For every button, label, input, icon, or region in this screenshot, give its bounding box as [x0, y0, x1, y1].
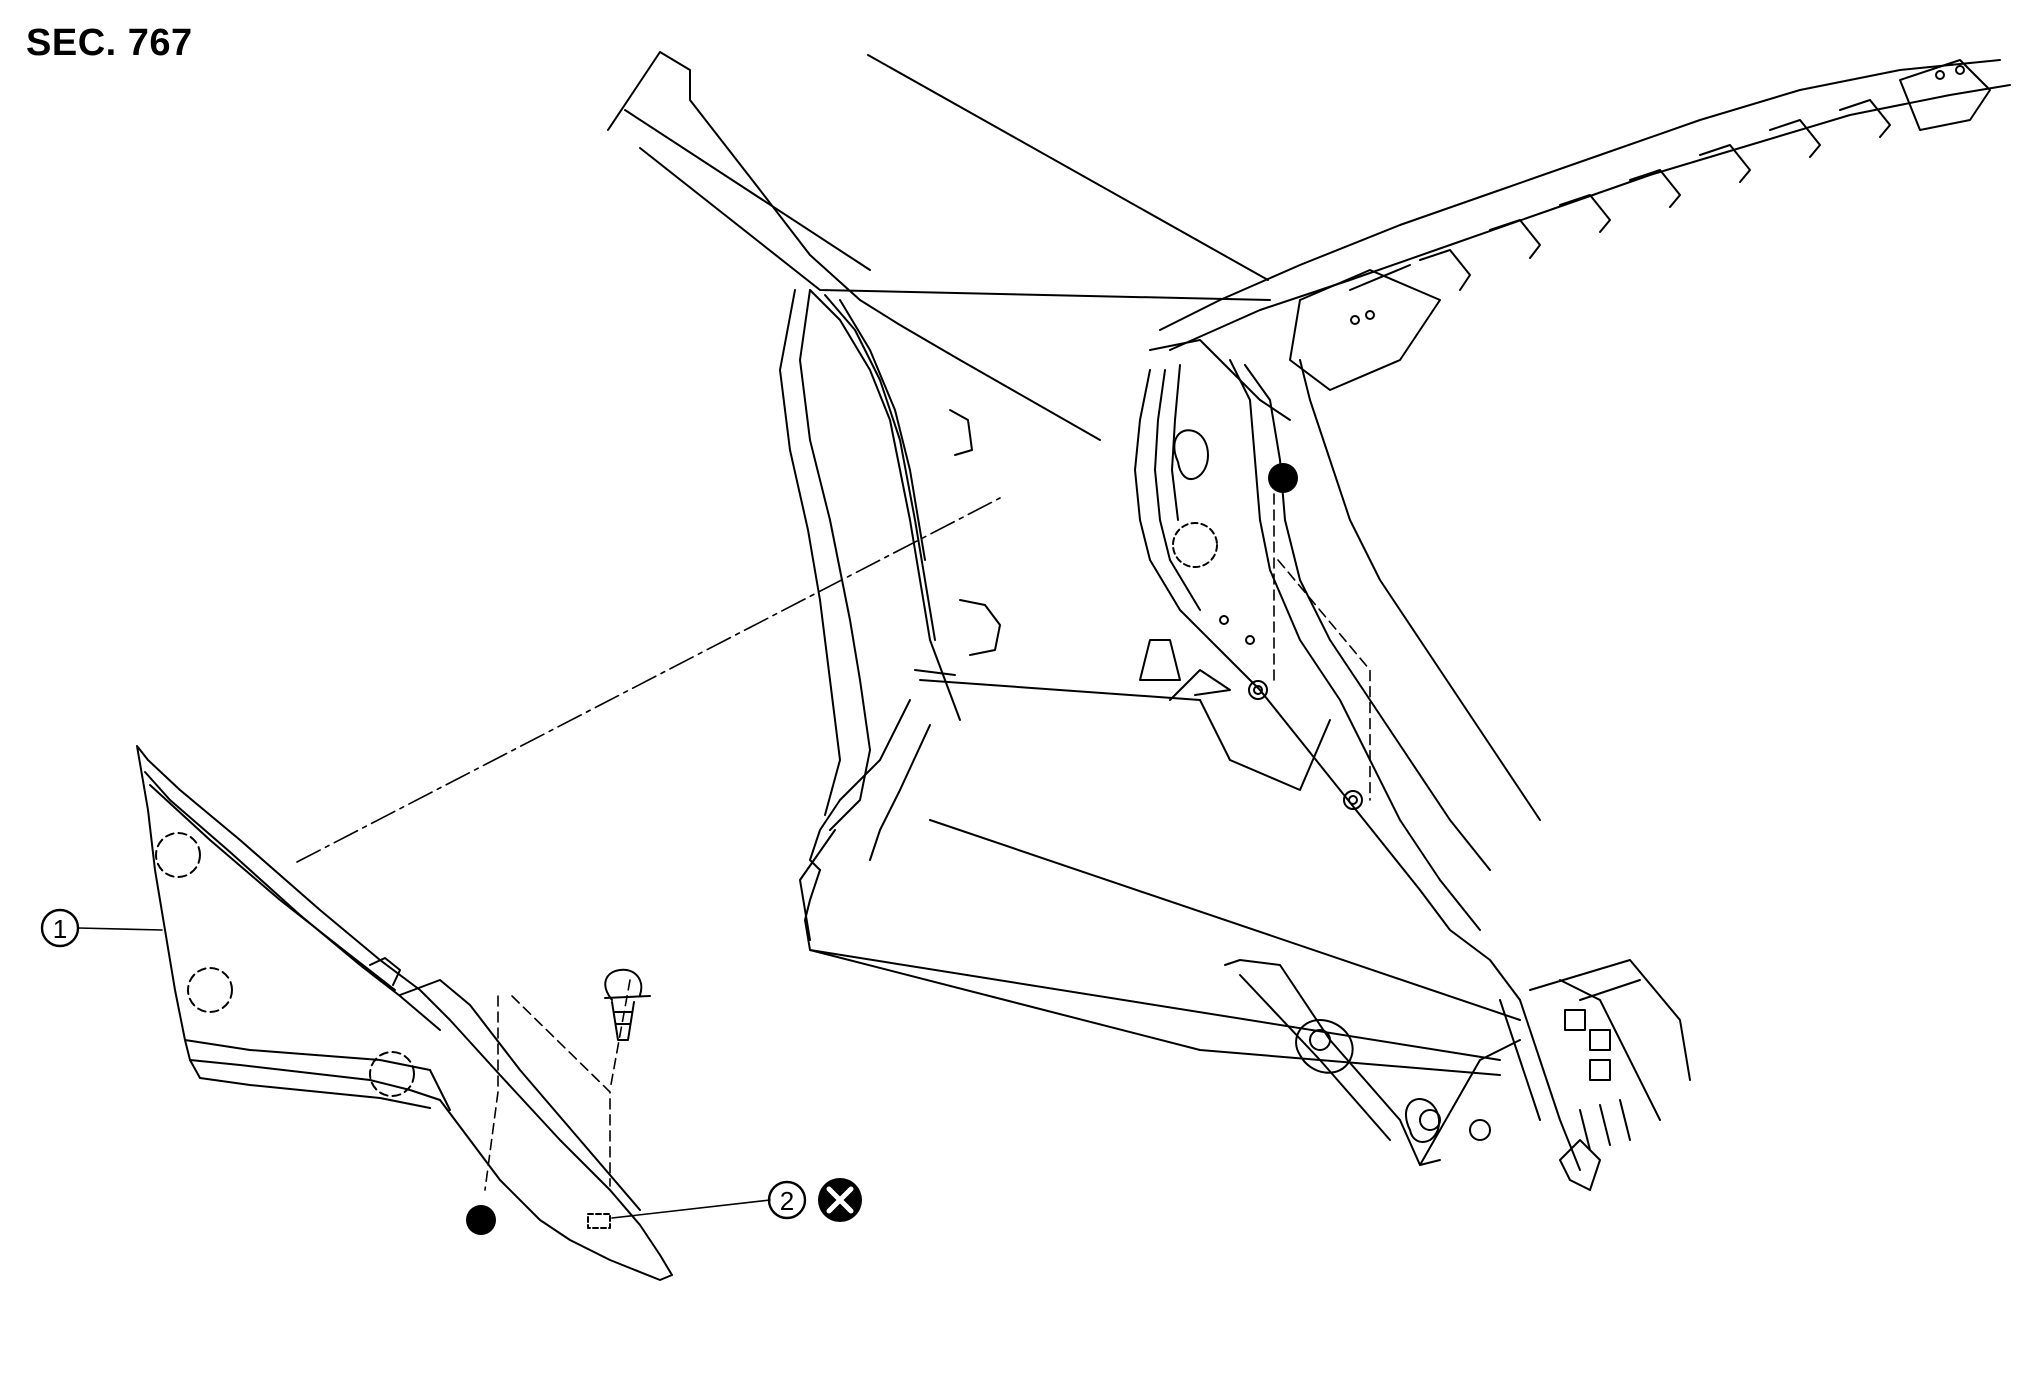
callout-1-number: 1 [53, 914, 67, 944]
vehicle-body-structure [607, 51, 2011, 1191]
callout-2-number: 2 [780, 1186, 794, 1216]
pillar-trim-panel [136, 745, 673, 1281]
do-not-reuse-icon [818, 1178, 862, 1222]
adhesion-point-icon [1268, 463, 1298, 493]
center-pillar-body [779, 289, 871, 941]
adhesion-point-icon [466, 1205, 496, 1235]
section-label: SEC. 767 [26, 22, 193, 64]
projection-lines [296, 477, 1371, 1191]
callout-2: 2 [611, 1178, 862, 1222]
clip-part [604, 968, 651, 1041]
callout-1: 1 [40, 908, 163, 948]
